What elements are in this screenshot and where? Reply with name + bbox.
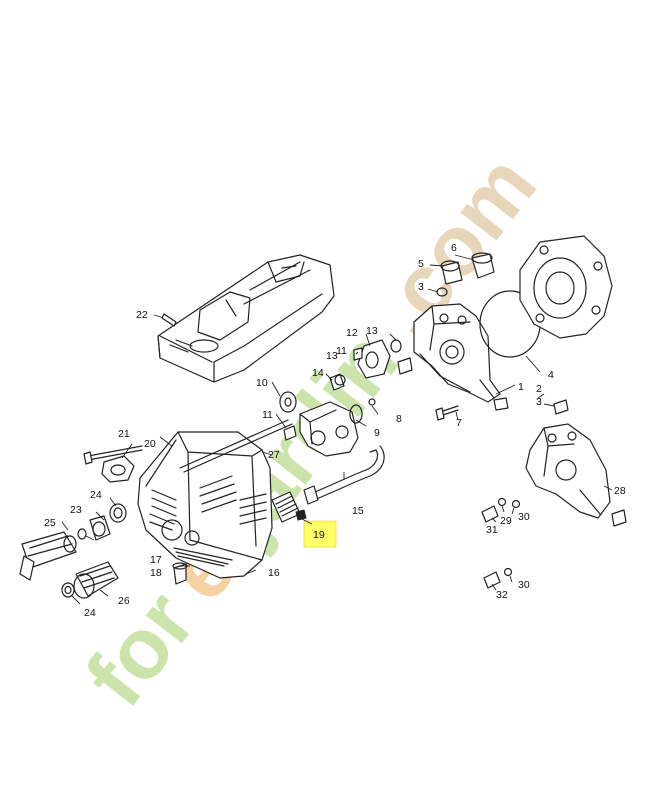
label-9: 9 xyxy=(374,427,380,439)
part-24-ring-top xyxy=(109,503,127,523)
label-1: 1 xyxy=(518,381,524,393)
part-9-oring xyxy=(349,404,363,424)
label-11-a: 11 xyxy=(262,409,273,421)
part-30-oring-b xyxy=(503,567,513,577)
label-18: 18 xyxy=(150,567,162,579)
label-31: 31 xyxy=(486,524,498,536)
label-30-a: 30 xyxy=(518,511,530,523)
label-30-b: 30 xyxy=(518,579,530,591)
part-3-nut-mid xyxy=(493,397,509,411)
part-1-pump-housing xyxy=(413,303,501,403)
part-26-coupling xyxy=(73,561,119,599)
part-13-nut xyxy=(397,357,413,375)
part-23-bushing xyxy=(89,515,111,541)
part-31-fitting xyxy=(481,505,499,523)
part-2-gearcase xyxy=(519,235,613,339)
part-13-oring-a xyxy=(390,339,402,353)
highlight-19-label: 19 xyxy=(313,529,325,541)
label-13-b: 13 xyxy=(326,350,338,362)
highlight-19-marker xyxy=(303,520,337,548)
part-5-cap xyxy=(440,260,463,285)
label-20: 20 xyxy=(144,438,156,450)
part-19-spring xyxy=(271,491,307,523)
label-32: 32 xyxy=(496,589,508,601)
part-29-oring xyxy=(497,497,507,507)
label-10: 10 xyxy=(256,377,268,389)
label-15: 15 xyxy=(352,505,364,517)
part-pump-head xyxy=(299,401,359,457)
label-3-top: 3 xyxy=(418,281,424,293)
part-20-grommet xyxy=(101,455,135,483)
part-10-washer xyxy=(279,391,297,413)
highlight-19-box[interactable]: 19 xyxy=(303,520,337,548)
label-26: 26 xyxy=(118,595,130,607)
label-12: 12 xyxy=(346,327,358,339)
part-27-rod xyxy=(179,419,293,473)
label-21: 21 xyxy=(118,428,130,440)
part-8-oring xyxy=(368,398,376,406)
part-23-oring xyxy=(77,528,87,540)
part-30-oring-a xyxy=(511,499,521,509)
label-24-bottom: 24 xyxy=(84,607,96,619)
label-2: 2 xyxy=(536,383,542,395)
part-25-coupling xyxy=(19,531,77,581)
label-29: 29 xyxy=(500,515,512,527)
part-6-cap xyxy=(471,252,495,279)
part-11-screw-a xyxy=(283,425,297,441)
part-11-screw-b xyxy=(353,347,363,361)
label-5: 5 xyxy=(418,258,424,270)
part-32-fitting xyxy=(483,571,501,589)
label-27: 27 xyxy=(268,449,280,461)
label-16: 16 xyxy=(268,567,280,579)
part-28-valve-body xyxy=(525,423,611,519)
label-24-top: 24 xyxy=(90,489,102,501)
label-14: 14 xyxy=(312,367,324,379)
part-22-screw xyxy=(161,313,177,327)
part-7-screw xyxy=(435,405,459,421)
part-21-screw xyxy=(83,445,143,465)
label-11-b: 11 xyxy=(336,345,347,357)
label-23: 23 xyxy=(70,504,82,516)
part-24-ring-bottom xyxy=(61,582,75,598)
label-7: 7 xyxy=(456,417,462,429)
label-6: 6 xyxy=(451,242,457,254)
label-3-mid: 3 xyxy=(536,396,542,408)
part-labels: 22 21 20 27 24 23 25 17 18 16 26 24 10 1… xyxy=(44,242,626,619)
part-12-valve xyxy=(357,339,391,379)
part-3-nut-right xyxy=(553,399,569,415)
part-28-nut xyxy=(611,509,627,527)
label-4: 4 xyxy=(548,369,554,381)
part-14-plug xyxy=(329,373,346,391)
label-17: 17 xyxy=(150,554,162,566)
label-8: 8 xyxy=(396,413,402,425)
label-13-a: 13 xyxy=(366,325,378,337)
label-28: 28 xyxy=(614,485,626,497)
label-25: 25 xyxy=(44,517,56,529)
part-15-hose xyxy=(303,445,385,505)
leader-lines xyxy=(61,254,613,605)
label-22: 22 xyxy=(136,309,148,321)
part-22-base-frame xyxy=(157,254,335,383)
part-16-cover xyxy=(137,431,273,579)
